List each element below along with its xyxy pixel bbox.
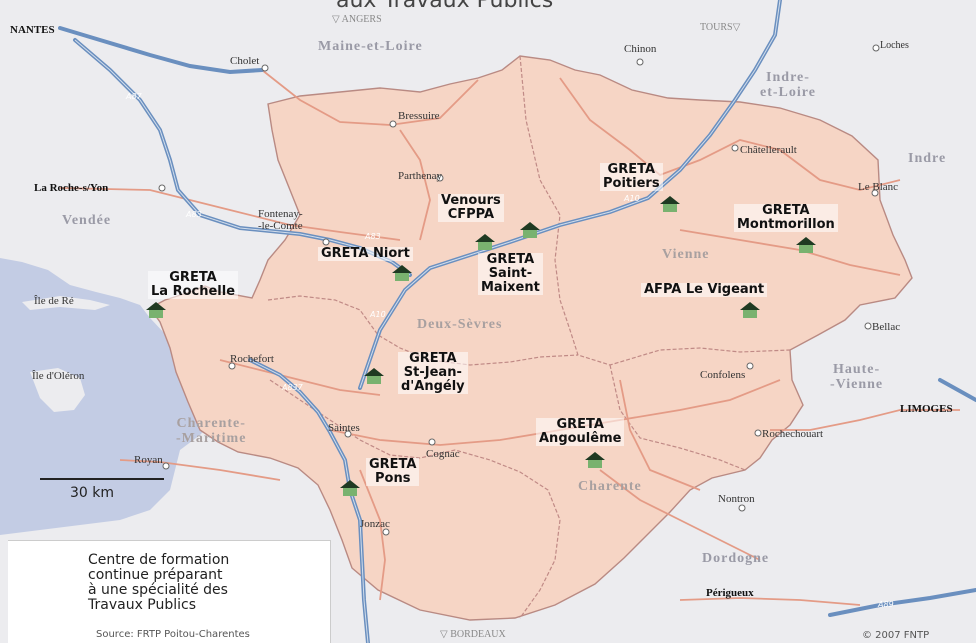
road-label-a87-north: A87 xyxy=(126,92,142,101)
secondary-roads xyxy=(59,69,960,606)
center-label-greta-poitiers: GRETA Poitiers xyxy=(600,163,663,191)
center-label-venours-cfppa: Venours CFPPA xyxy=(438,194,504,222)
center-label-greta-pons: GRETA Pons xyxy=(366,458,420,486)
sea xyxy=(0,258,214,535)
road-label-a89: A89 xyxy=(878,600,894,609)
road-label-a10-north: A10 xyxy=(624,194,640,203)
town-label-bordeaux: ▽ BORDEAUX xyxy=(440,629,506,640)
road-label-a837: A837 xyxy=(282,383,303,392)
dept-label-indre-et-loire: Indre- et-Loire xyxy=(760,70,816,100)
dept-label-deux-sevres: Deux-Sèvres xyxy=(417,317,503,332)
marker-greta-niort xyxy=(392,265,412,281)
town-label-chatellerault: Châtellerault xyxy=(740,144,797,156)
town-label-cholet: Cholet xyxy=(230,55,260,67)
marker-venours-cfppa xyxy=(520,222,540,238)
town-label-rochechouart: Rochechouart xyxy=(762,428,824,440)
town-label-jonzac: Jonzac xyxy=(360,518,390,530)
town-label-limoges: LIMOGES xyxy=(900,403,953,415)
legend-text: Centre de formation continue préparant à… xyxy=(88,552,230,613)
dept-label-indre: Indre xyxy=(908,151,947,166)
dept-label-vienne: Vienne xyxy=(662,247,710,262)
map-title-fragment: aux Travaux Publics xyxy=(336,0,554,13)
marker-afpa-le-vigeant xyxy=(740,302,760,318)
center-label-greta-st-jean-d-angely: GRETA St-Jean- d'Angély xyxy=(398,352,468,394)
dept-label-maine-et-loire: Maine-et-Loire xyxy=(318,39,423,54)
center-label-greta-angouleme: GRETA Angoulême xyxy=(536,418,625,446)
town-label-la-roche-sur-yon: La Roche-s/Yon xyxy=(34,182,109,194)
marker-greta-saint-maixent xyxy=(475,234,495,250)
town-label-perigueux: Périgueux xyxy=(706,587,754,599)
town-label-bressuire: Bressuire xyxy=(398,110,440,122)
copyright: © 2007 FNTP xyxy=(862,630,930,641)
center-label-greta-niort: GRETA Niort xyxy=(318,247,413,261)
marker-greta-poitiers xyxy=(660,196,680,212)
town-label-chinon: Chinon xyxy=(624,43,657,55)
center-label-greta-saint-maixent: GRETA Saint- Maixent xyxy=(478,253,543,295)
road-label-a83-vendee: A83 xyxy=(186,210,202,219)
town-label-fontenay-le-comte: Fontenay- -le-Comte xyxy=(258,208,303,232)
marker-greta-angouleme xyxy=(585,452,605,468)
dept-label-vendee: Vendée xyxy=(62,213,112,228)
town-label-loches: Loches xyxy=(880,40,909,51)
town-label-rochefort: Rochefort xyxy=(230,353,274,365)
town-label-nantes: NANTES xyxy=(10,24,55,36)
town-label-ile-d-oleron: Île d'Oléron xyxy=(32,370,85,382)
town-label-cognac: Cognac xyxy=(426,448,460,460)
town-label-tours: TOURS▽ xyxy=(700,22,741,33)
department-borders xyxy=(267,55,791,619)
marker-greta-la-rochelle xyxy=(146,302,166,318)
center-label-greta-montmorillon: GRETA Montmorillon xyxy=(734,204,838,232)
town-label-nontron: Nontron xyxy=(718,493,755,505)
legend-source: Source: FRTP Poitou-Charentes xyxy=(96,629,250,640)
road-label-a83-niort: A83 xyxy=(365,232,381,241)
center-label-greta-la-rochelle: GRETA La Rochelle xyxy=(148,271,239,299)
ile-de-re-island xyxy=(22,296,110,310)
town-label-parthenay: Parthenay xyxy=(398,170,442,182)
town-dots xyxy=(158,44,880,536)
town-label-bellac: Bellac xyxy=(872,321,901,333)
town-label-royan: Royan xyxy=(134,454,163,466)
road-label-a10-south: A10 xyxy=(370,310,386,319)
town-label-saintes: Saintes xyxy=(328,422,360,434)
town-label-confolens: Confolens xyxy=(700,369,746,381)
dept-label-charente: Charente xyxy=(578,479,642,494)
dept-label-dordogne: Dordogne xyxy=(702,551,770,566)
town-label-ile-de-re: Île de Ré xyxy=(34,295,74,307)
marker-greta-st-jean-d-angely xyxy=(364,368,384,384)
legend-box: Centre de formation continue préparant à… xyxy=(8,540,331,643)
marker-greta-pons xyxy=(340,480,360,496)
dept-label-charente-maritime: Charente- -Maritime xyxy=(176,416,247,446)
center-label-afpa-le-vigeant: AFPA Le Vigeant xyxy=(641,283,768,297)
town-label-angers: ▽ ANGERS xyxy=(332,14,382,25)
town-label-le-blanc: Le Blanc xyxy=(858,181,899,193)
ile-d-oleron-island xyxy=(30,368,85,412)
scale-label: 30 km xyxy=(70,485,115,501)
region-poitou-charentes xyxy=(148,55,913,621)
dept-label-haute-vienne: Haute- -Vienne xyxy=(830,362,884,392)
marker-greta-montmorillon xyxy=(796,237,816,253)
